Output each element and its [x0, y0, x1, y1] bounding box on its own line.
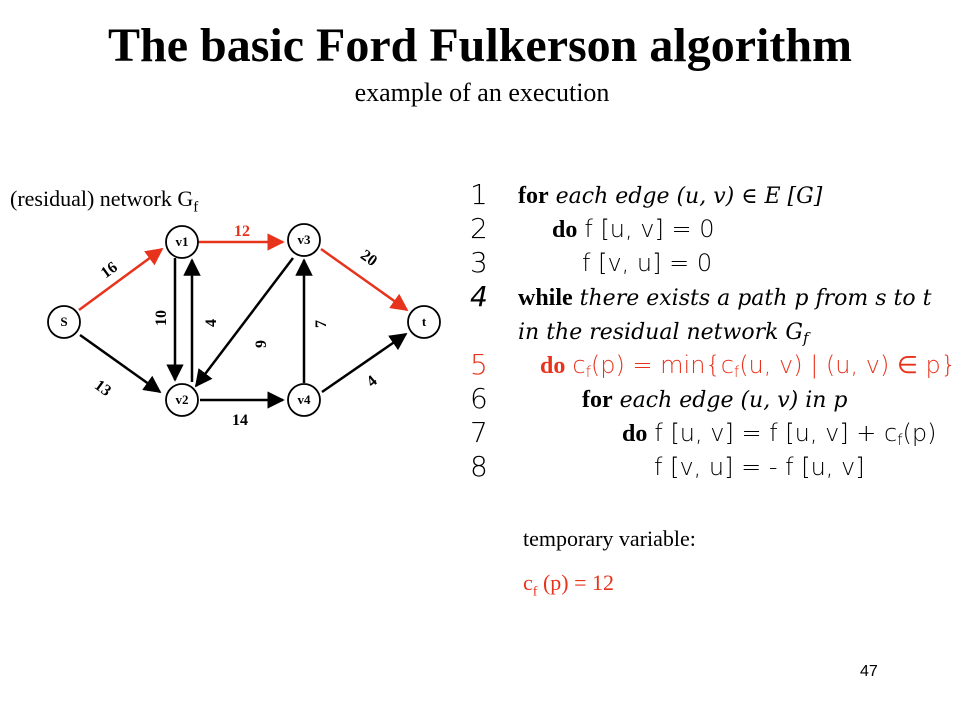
line-number: 6: [470, 382, 488, 415]
slide-subtitle: example of an execution: [354, 78, 610, 107]
keyword-do: do: [540, 353, 566, 379]
value-c: c: [523, 570, 533, 595]
line-text: each edge (u, v) ∈ E [G]: [555, 184, 823, 209]
line-text-sub: f: [803, 329, 809, 347]
algo-line-1: 1 for each edge (u, v) ∈ E [G]: [470, 178, 950, 212]
algo-line-2: 2 do f [u, v] = 0: [470, 212, 950, 246]
edge-label-v3-t: 20: [357, 247, 380, 270]
line-text-c: (u, v) | (u, v) ∈ p}: [739, 351, 956, 379]
svg-text:t: t: [422, 314, 427, 329]
keyword-do: do: [622, 421, 648, 447]
edge-v3-t: [320, 247, 409, 312]
algo-line-8: 8 f [v, u] = - f [u, v]: [470, 450, 950, 484]
edge-label-v4-t: 4: [364, 372, 381, 390]
node-t: t: [407, 305, 441, 339]
edge-label-v1-v2: 10: [153, 310, 170, 326]
line-text: there exists a path p from s to t: [579, 286, 932, 311]
algo-line-7: 7 do f [u, v] = f [u, v] + cf(p): [470, 416, 950, 450]
graph-label: (residual) network Gf: [10, 186, 198, 216]
svg-text:v4: v4: [298, 392, 312, 407]
line-number: 7: [470, 416, 488, 449]
line-text: f [v, u] = 0: [582, 249, 713, 277]
svg-text:v3: v3: [298, 232, 312, 247]
page-number: 47: [860, 663, 878, 680]
svg-text:v1: v1: [176, 234, 189, 249]
line-text: in the residual network G: [518, 320, 804, 345]
node-v4: v4: [287, 383, 321, 417]
edge-label-s-v2: 13: [91, 377, 114, 400]
node-v3: v3: [287, 223, 321, 257]
svg-text:S: S: [60, 314, 67, 329]
line-number: 4: [470, 280, 488, 313]
algo-line-6: 6 for each edge (u, v) in p: [470, 382, 950, 416]
algorithm-pseudocode: 1 for each edge (u, v) ∈ E [G] 2 do f [u…: [470, 178, 956, 484]
svg-text:v2: v2: [176, 392, 189, 407]
keyword-for: for: [582, 387, 613, 413]
graph-label-text: (residual) network G: [10, 186, 194, 211]
edge-label-v2-v1: 4: [203, 319, 220, 327]
slide-title: The basic Ford Fulkerson algorithm: [107, 19, 853, 72]
temporary-variable-label: temporary variable:: [523, 526, 696, 551]
line-text-a: c: [572, 351, 586, 379]
line-number: 1: [470, 178, 488, 211]
node-v1: v1: [165, 225, 199, 259]
keyword-while: while: [518, 285, 573, 311]
line-text-a: f [u, v] = f [u, v] + c: [654, 419, 898, 447]
line-text-a-sub: f: [585, 363, 591, 381]
algo-line-4-cont: in the residual network Gf: [470, 314, 950, 348]
line-text-b-sub: f: [733, 363, 740, 381]
temporary-variable-value: cf (p) = 12: [523, 570, 614, 600]
edge-s-v1: [78, 247, 164, 312]
line-text: f [v, u] = - f [u, v]: [654, 453, 865, 481]
line-text-b: (p): [902, 419, 937, 447]
line-number: 5: [470, 348, 488, 381]
keyword-do: do: [552, 217, 578, 243]
edge-v4-t: [321, 332, 408, 394]
value-sub: f: [532, 584, 538, 600]
edge-label-v4-v3: 7: [313, 320, 330, 328]
line-number: 2: [470, 212, 488, 245]
line-text: f [u, v] = 0: [584, 215, 715, 243]
value-rest: (p) = 12: [537, 570, 614, 595]
algo-line-4: 4 while there exists a path p from s to …: [470, 280, 950, 314]
keyword-for: for: [518, 183, 549, 209]
line-text-b: (p) = min{c: [590, 351, 734, 379]
graph-label-sub: f: [193, 199, 199, 216]
line-number: 3: [470, 246, 488, 279]
edge-label-s-v1: 16: [98, 259, 121, 282]
edge-label-v3-v2: 9: [253, 340, 270, 348]
node-v2: v2: [165, 383, 199, 417]
edge-s-v2: [79, 333, 162, 394]
flow-network-diagram: S v1 v3 t v2 v4 16 13 12 10 4 9 7 20 14 …: [47, 223, 441, 429]
algo-line-3: 3 f [v, u] = 0: [470, 246, 950, 280]
line-number: 8: [470, 450, 488, 483]
line-text-a-sub: f: [897, 431, 903, 449]
line-text: each edge (u, v) in p: [619, 388, 848, 413]
algo-line-5: 5 do cf(p) = min{cf(u, v) | (u, v) ∈ p}: [470, 348, 956, 382]
node-s: S: [47, 305, 81, 339]
edge-label-v1-v3: 12: [234, 223, 250, 240]
edge-v3-v2: [194, 257, 294, 388]
edge-label-v2-v4: 14: [232, 412, 248, 429]
